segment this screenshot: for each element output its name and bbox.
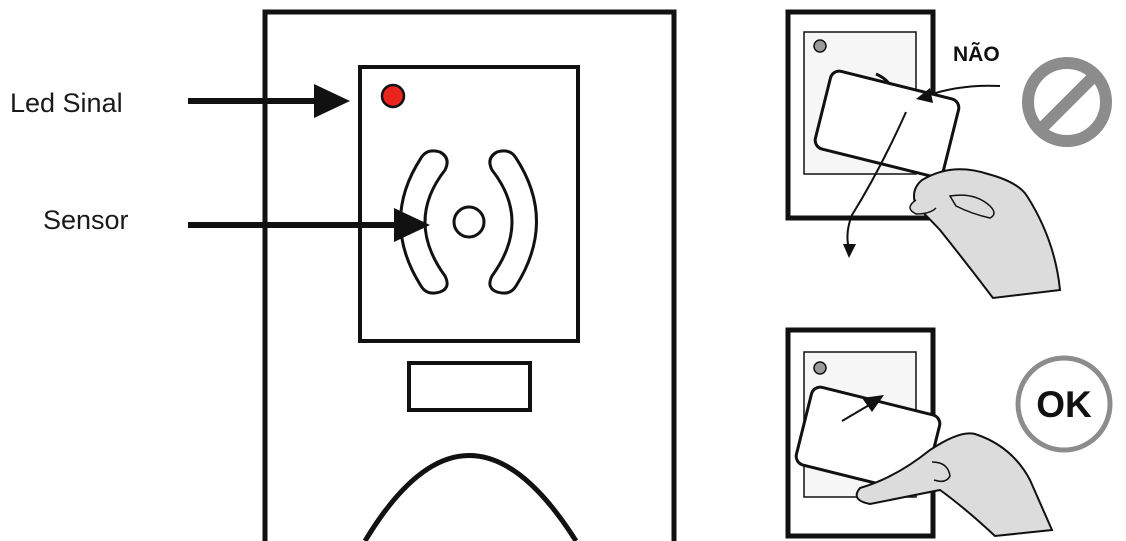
sensor-label: Sensor	[43, 205, 129, 235]
led-label: Led Sinal	[10, 88, 123, 118]
sensor-icon	[399, 149, 538, 295]
nao-pointer-line	[925, 84, 1001, 97]
mini-led	[813, 39, 827, 53]
led-callout: Led Sinal	[10, 84, 350, 118]
sensor-callout: Sensor	[43, 205, 430, 242]
nao-pointer-head	[916, 88, 933, 103]
tap-arrow-head	[862, 395, 884, 412]
signal-led	[380, 83, 406, 109]
panel-wrong-usage: NÃO	[785, 9, 1112, 300]
mini-led-2	[813, 361, 827, 375]
reader-card-slot	[407, 361, 532, 412]
hand-thumb	[948, 194, 995, 219]
hand-finger	[909, 199, 937, 215]
ok-circle-icon: OK	[1015, 355, 1113, 453]
reader-device	[262, 9, 677, 541]
panel-correct-usage: OK	[785, 327, 1113, 539]
no-entry-sign-icon	[1022, 57, 1112, 147]
hand-shape-2	[855, 432, 1054, 538]
swipe-arc-arrow	[846, 111, 907, 253]
hand-finger-2	[931, 461, 951, 483]
sensor-arrow-head	[394, 208, 430, 242]
nao-label: NÃO	[953, 43, 1000, 66]
ok-label: OK	[1036, 384, 1092, 425]
reader-sensor-panel	[358, 65, 580, 343]
reader-base-arch	[362, 453, 579, 541]
swipe-arc-arrowhead	[843, 244, 856, 258]
led-arrow-head	[314, 84, 350, 118]
hand-shape	[913, 168, 1062, 300]
